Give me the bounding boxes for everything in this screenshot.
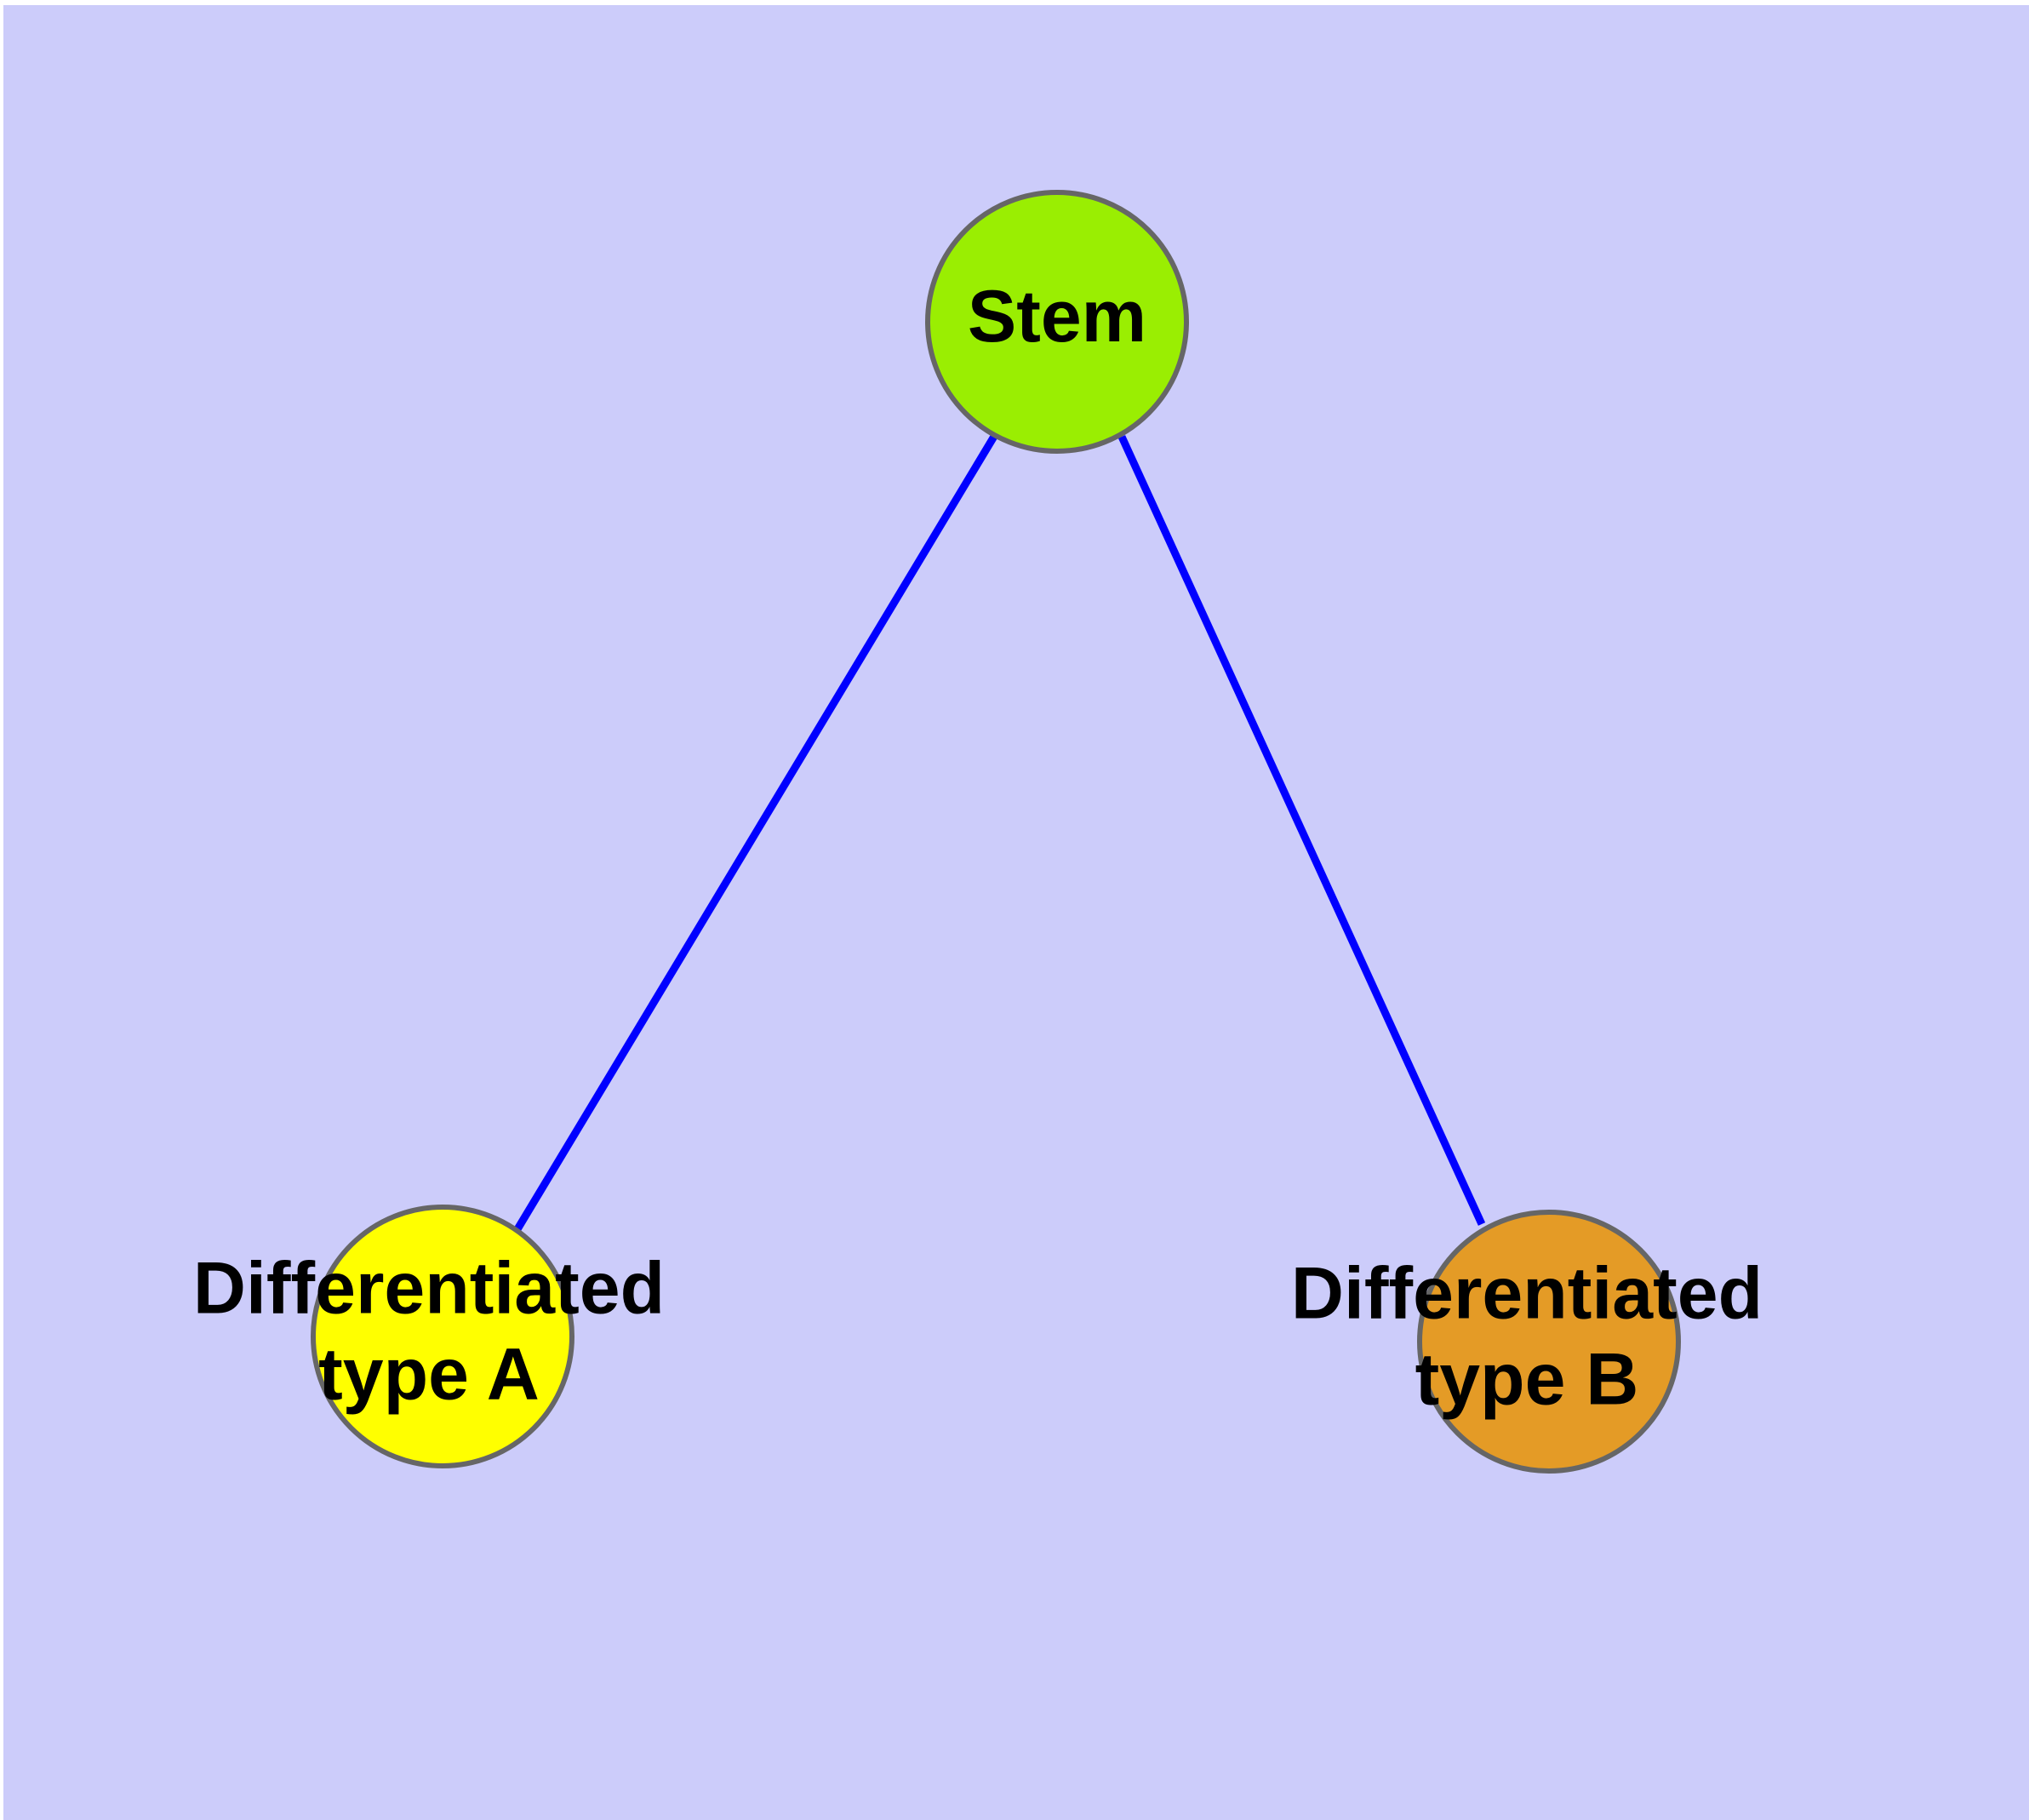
node-stem-label: Stem — [968, 276, 1146, 358]
node-layer — [311, 190, 1681, 1474]
edge-stem-to-diff-a[interactable] — [514, 432, 998, 1232]
edge-layer — [514, 432, 1486, 1232]
edge-stem-to-diff-b[interactable] — [1117, 435, 1486, 1226]
node-diff-b-circle[interactable] — [1417, 1210, 1681, 1474]
node-stem-circle[interactable] — [925, 190, 1189, 454]
node-diff-a-circle[interactable] — [311, 1205, 574, 1468]
